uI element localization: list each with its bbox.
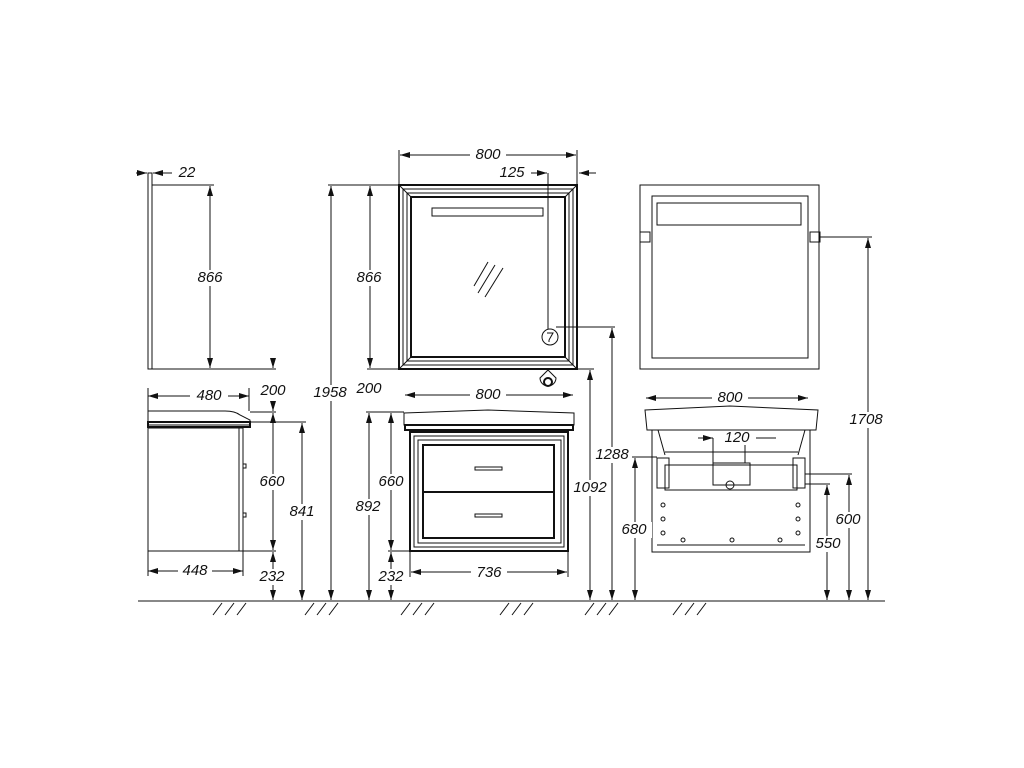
floor-hatch	[684, 602, 695, 616]
dim-front-top-width: 800	[475, 386, 501, 403]
mounting-hole	[795, 530, 801, 536]
dim-bracket-height: 1708	[849, 411, 883, 428]
floor-hatch	[400, 602, 411, 616]
floor-hatch	[584, 602, 595, 616]
dim-side-floor-clearance: 232	[258, 568, 285, 585]
dimension-labels: 22 866 200 480 660 232 841 448 1958 800 …	[174, 146, 888, 585]
dim-side-top-height: 841	[289, 503, 314, 520]
dim-socket-offset: 125	[499, 164, 525, 181]
dim-overall-height: 1958	[313, 384, 347, 401]
dim-mirror-width: 800	[475, 146, 501, 163]
dim-side-mirror-thickness: 22	[178, 164, 196, 181]
led-light-bar	[431, 207, 544, 217]
dim-front-floor-clearance: 232	[377, 568, 404, 585]
power-socket-icon	[541, 328, 559, 346]
dim-side-body-depth: 448	[182, 562, 208, 579]
dim-socket-height: 1288	[595, 446, 629, 463]
floor-hatch	[412, 602, 423, 616]
floor-hatch	[304, 602, 315, 616]
floor-hatch	[424, 602, 435, 616]
drawer-handle	[474, 466, 503, 471]
dim-side-top-depth: 480	[196, 387, 222, 404]
floor-hatch	[523, 602, 534, 616]
dim-drain-spacing: 120	[724, 429, 750, 446]
floor-hatch	[499, 602, 510, 616]
floor-hatch	[224, 602, 235, 616]
floor-hatch	[511, 602, 522, 616]
drawer-handle	[474, 513, 503, 518]
floor-hatch	[596, 602, 607, 616]
mounting-hole	[729, 537, 735, 543]
dim-front-gap: 200	[355, 380, 382, 397]
dim-front-top-height: 892	[355, 498, 381, 515]
rear-view-mirror	[639, 184, 872, 600]
dim-front-body-height: 660	[378, 473, 404, 490]
drain-icon	[539, 369, 557, 387]
floor-hatch	[212, 602, 223, 616]
front-view-mirror	[367, 150, 615, 387]
mounting-hole	[777, 537, 783, 543]
dim-mirror-height: 866	[356, 269, 382, 286]
dim-mount-height: 680	[621, 521, 647, 538]
floor-line	[138, 600, 885, 616]
mount-bracket	[639, 231, 651, 243]
mounting-hole	[680, 537, 686, 543]
glass-reflection-icon	[473, 261, 504, 298]
dim-pipe-height-upper: 600	[835, 511, 861, 528]
side-view-mirror	[136, 170, 276, 370]
floor-hatch	[608, 602, 619, 616]
dim-side-body-height: 660	[259, 473, 285, 490]
dim-side-gap: 200	[259, 382, 286, 399]
floor-hatch	[672, 602, 683, 616]
dim-pipe-height-lower: 550	[815, 535, 841, 552]
mounting-hole	[795, 502, 801, 508]
floor-hatch	[696, 602, 707, 616]
floor-hatch	[316, 602, 327, 616]
mounting-hole	[660, 502, 666, 508]
mounting-hole	[660, 516, 666, 522]
dim-side-mirror-height: 866	[197, 269, 223, 286]
floor-hatch	[328, 602, 339, 616]
floor-hatch	[236, 602, 247, 616]
dim-mirror-bottom-height: 1092	[573, 479, 607, 496]
mounting-hole	[795, 516, 801, 522]
dim-rear-top-width: 800	[717, 389, 743, 406]
dim-front-body-width: 736	[476, 564, 502, 581]
mounting-hole	[660, 530, 666, 536]
